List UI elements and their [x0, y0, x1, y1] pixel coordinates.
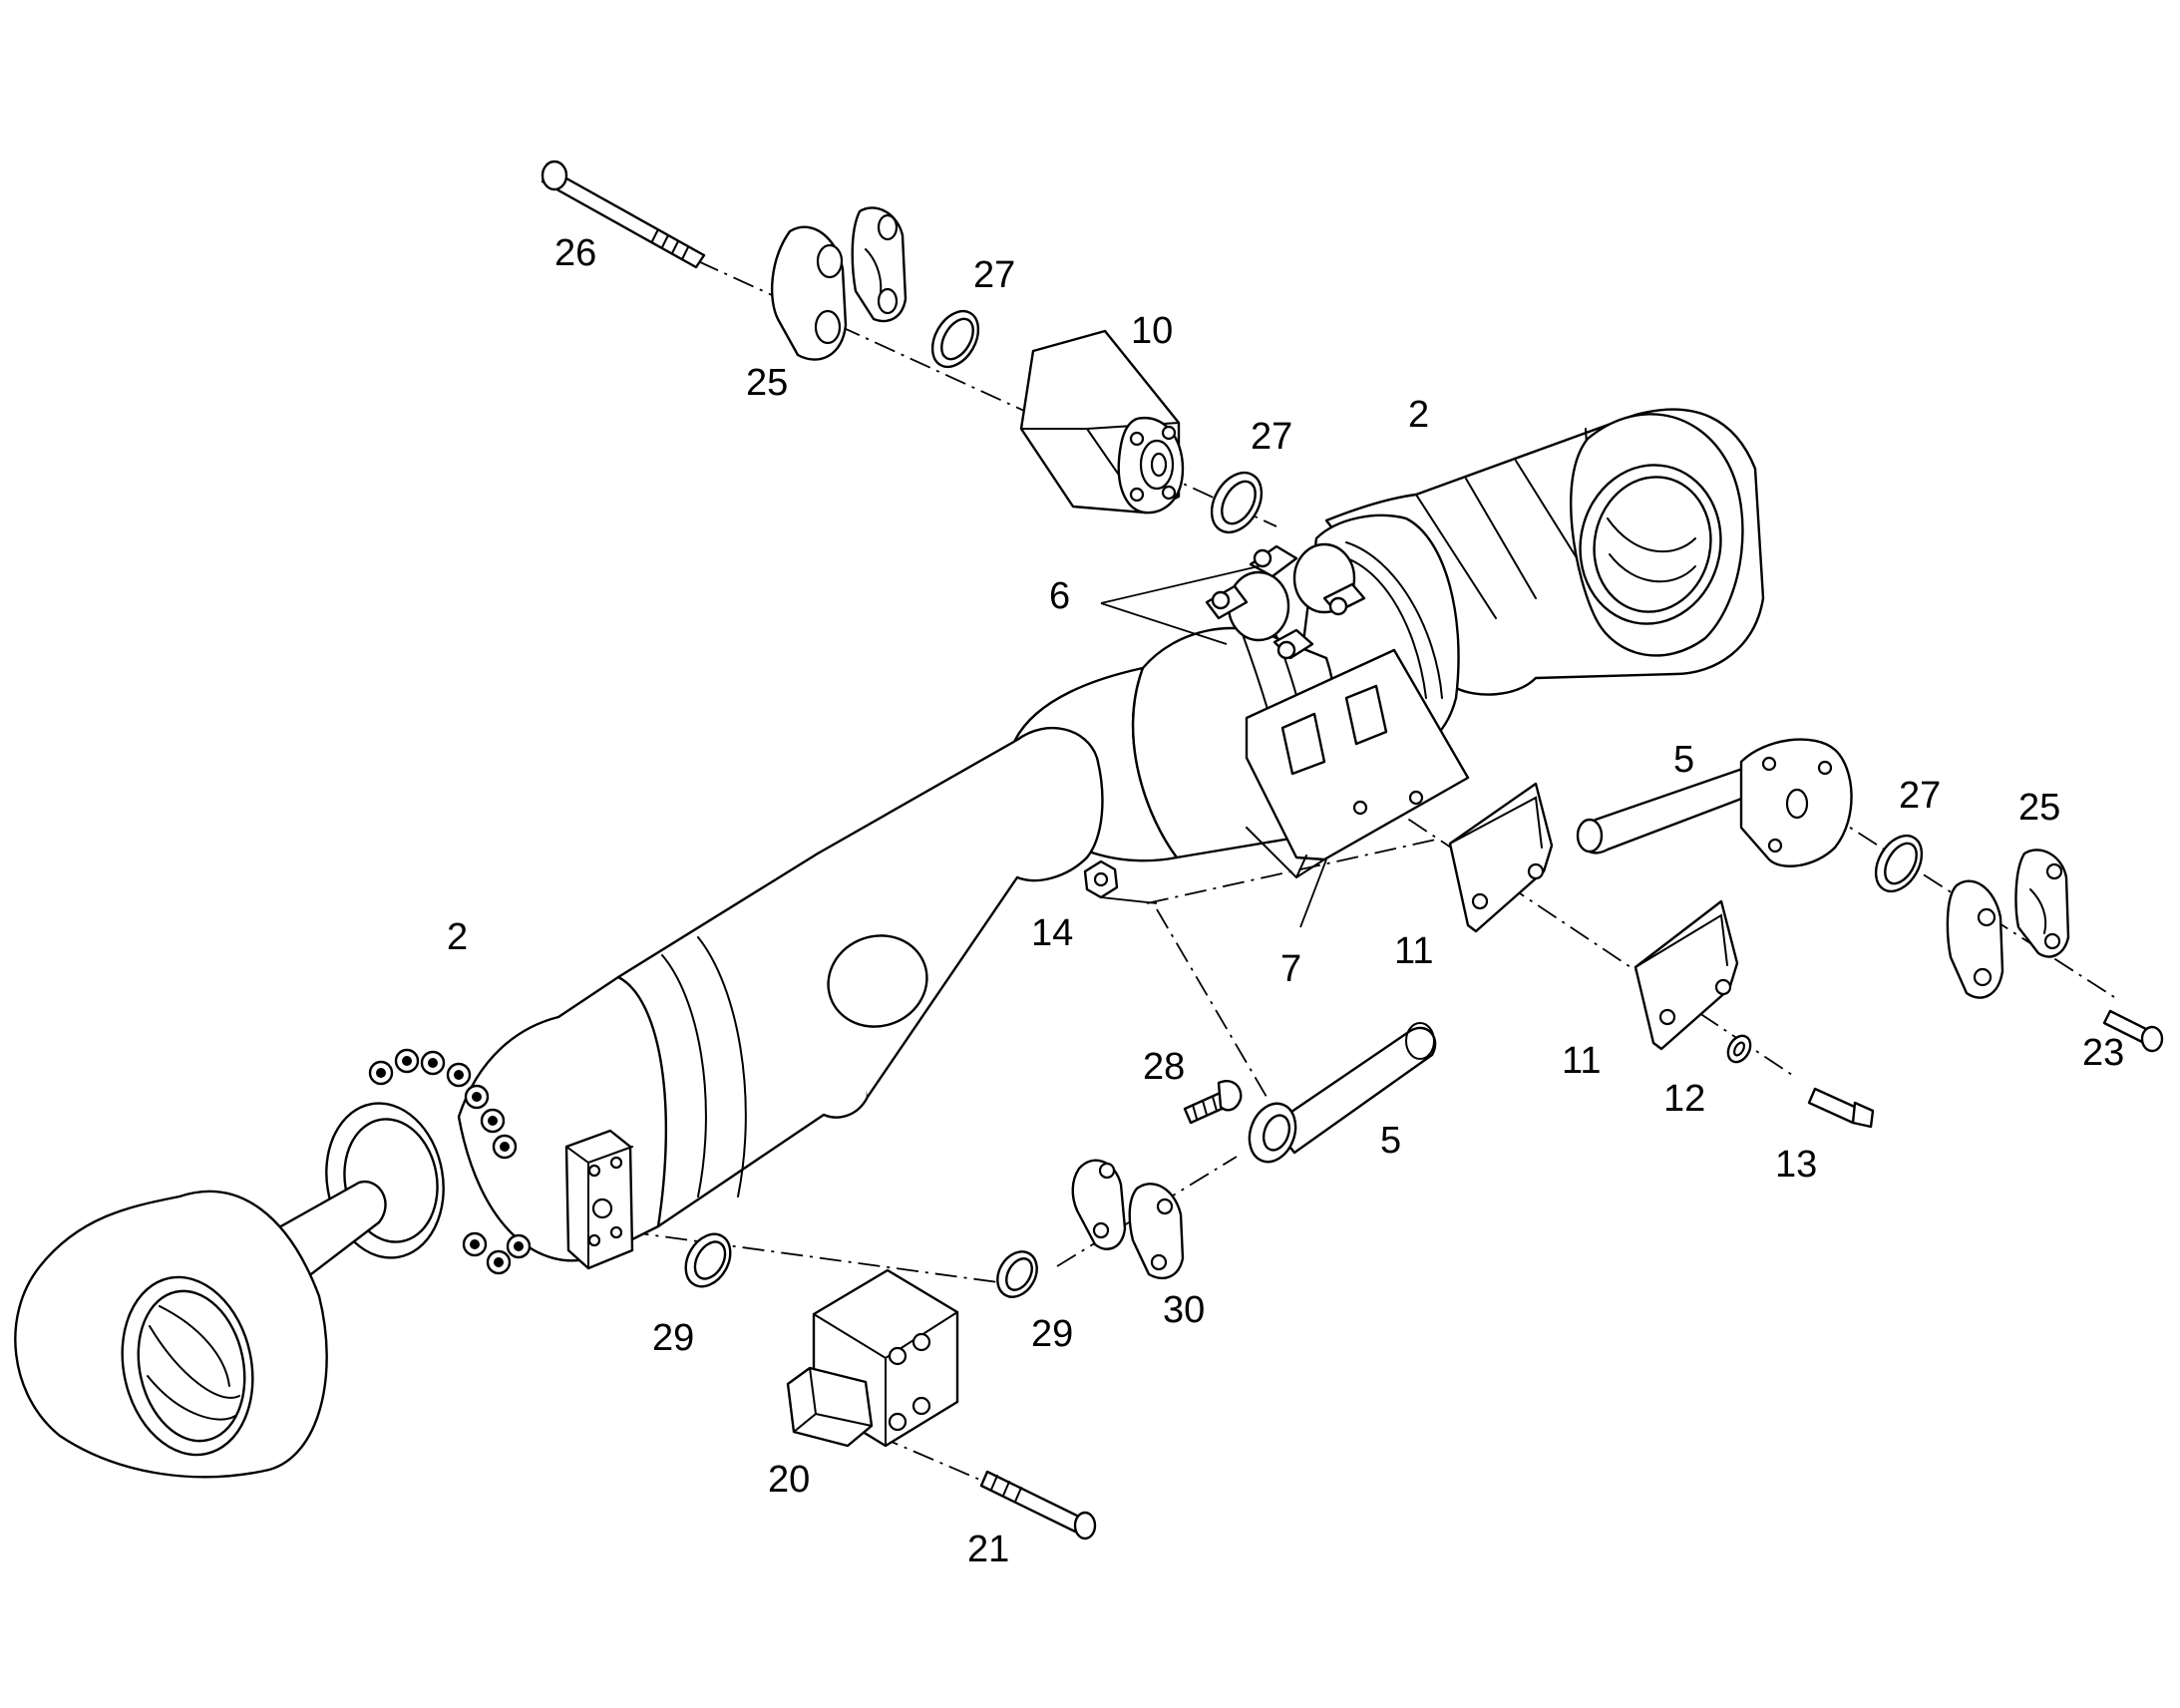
part-14-nut — [1083, 859, 1119, 899]
part-25-split-flange-top — [770, 206, 908, 361]
callout-27: 27 — [973, 254, 1015, 296]
part-29-o-ring-left — [684, 1232, 732, 1288]
part-21-bolt — [979, 1470, 1097, 1540]
callout-6: 6 — [1049, 575, 1070, 617]
callout-29: 29 — [1031, 1313, 1073, 1355]
callout-25: 25 — [746, 362, 788, 404]
callout-25: 25 — [2018, 787, 2060, 829]
part-27-o-ring-right — [1874, 834, 1924, 893]
callout-26: 26 — [554, 232, 596, 274]
callout-2: 2 — [1408, 394, 1429, 436]
part-5-pin-lower — [1248, 1022, 1437, 1164]
part-12-washer — [1726, 1034, 1752, 1064]
callout-27: 27 — [1899, 775, 1941, 817]
callout-28: 28 — [1143, 1046, 1185, 1088]
callout-23: 23 — [2082, 1032, 2124, 1074]
callout-29: 29 — [652, 1317, 694, 1359]
part-13-bolt — [1807, 1087, 1875, 1129]
callout-30: 30 — [1163, 1289, 1205, 1331]
part-27-o-ring-middle — [1210, 471, 1264, 534]
part-30-split-flange — [1071, 1159, 1185, 1279]
part-10-valve-block — [1019, 329, 1185, 514]
part-20-valve-block — [786, 1268, 959, 1448]
part-6-studs — [1205, 544, 1366, 660]
part-25-split-flange-right — [1946, 849, 2070, 999]
part-2-cylinder-main-lower — [14, 726, 1104, 1479]
part-27-o-ring-top — [930, 309, 980, 369]
callout-2: 2 — [447, 916, 468, 958]
callout-12: 12 — [1663, 1078, 1705, 1120]
part-23-bolt — [2102, 1009, 2164, 1053]
callout-11: 11 — [1394, 930, 1433, 972]
callout-20: 20 — [768, 1459, 810, 1501]
part-11-clamp-plate-upper — [1448, 782, 1554, 933]
callout-10: 10 — [1131, 310, 1173, 352]
leader-lines — [1100, 565, 1327, 928]
part-28-bolt — [1183, 1080, 1243, 1125]
callout-14: 14 — [1031, 912, 1073, 954]
part-2-cylinder-tube-upper — [1294, 408, 1765, 760]
callout-labels: 26 27 10 25 27 2 6 5 27 25 14 7 11 2 28 … — [447, 232, 2124, 1570]
part-26-long-bolt — [541, 160, 706, 269]
part-5-pin-upper — [1576, 738, 1853, 867]
callout-11: 11 — [1562, 1040, 1601, 1082]
callout-5: 5 — [1380, 1120, 1401, 1162]
callout-13: 13 — [1775, 1144, 1817, 1186]
callout-7: 7 — [1280, 948, 1301, 990]
part-29-o-ring-right — [996, 1250, 1038, 1298]
callout-5: 5 — [1673, 739, 1694, 781]
part-11-clamp-plate-lower — [1634, 899, 1739, 1051]
callout-27: 27 — [1251, 416, 1292, 458]
callout-21: 21 — [967, 1529, 1009, 1570]
